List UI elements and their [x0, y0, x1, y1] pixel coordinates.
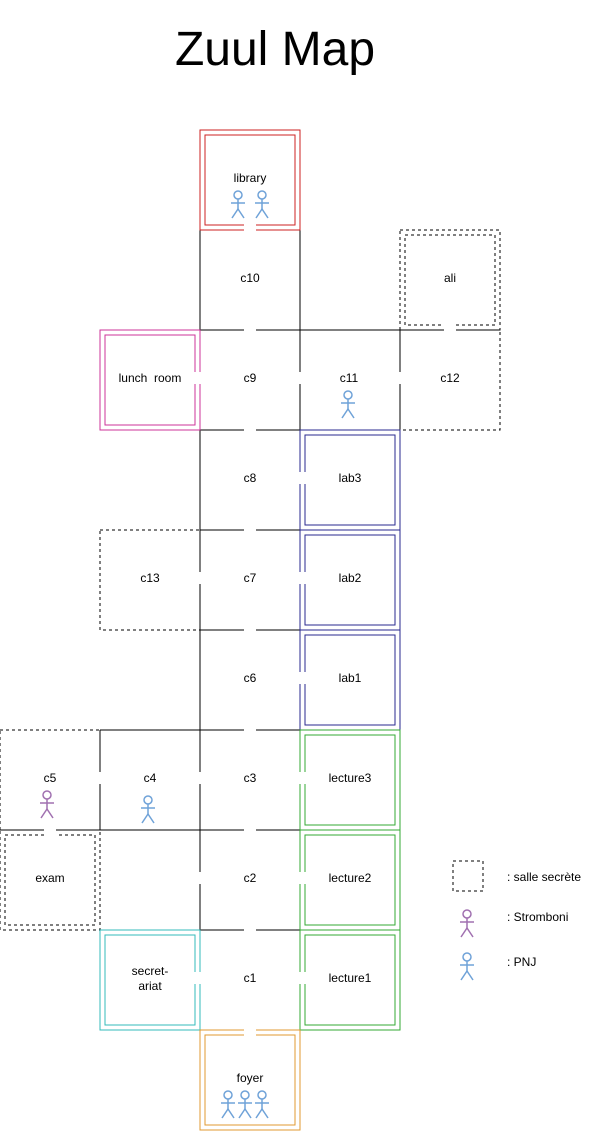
door-vertical-830[interactable] [244, 824, 256, 836]
door-c5-exam[interactable] [44, 824, 56, 836]
room-secretariat-line2[interactable]: ariat [138, 979, 162, 993]
pnj-figure-foyer-2 [237, 1090, 253, 1119]
room-ali[interactable]: ali [444, 271, 456, 285]
door-c8-lab3[interactable] [294, 472, 306, 484]
pnj-figure-c4 [140, 795, 156, 824]
door-vertical-1030[interactable] [244, 1024, 256, 1036]
room-c3[interactable]: c3 [244, 771, 257, 785]
legend-secret-room-label: : salle secrète [507, 870, 581, 884]
door-vertical-630[interactable] [244, 624, 256, 636]
door-c9-c11[interactable] [294, 372, 306, 384]
room-lecture2[interactable]: lecture2 [329, 871, 372, 885]
room-c11[interactable]: c11 [340, 371, 359, 385]
legend-secret-room-swatch [452, 860, 484, 892]
door-secretariat-c1[interactable] [194, 972, 206, 984]
legend: : salle secrète : Stromboni : PNJ [452, 860, 581, 981]
room-c7[interactable]: c7 [244, 571, 257, 585]
pnj-figure-c11 [340, 390, 356, 419]
room-foyer[interactable]: foyer [237, 1071, 264, 1085]
room-c2[interactable]: c2 [244, 871, 257, 885]
room-lecture3[interactable]: lecture3 [329, 771, 372, 785]
map-title: Zuul Map [174, 23, 376, 76]
doors [44, 224, 456, 1036]
room-c9[interactable]: c9 [244, 371, 257, 385]
room-lunch-room[interactable]: lunch room [119, 371, 182, 385]
pnj-figure-foyer-1 [220, 1090, 236, 1119]
room-lab3[interactable]: lab3 [339, 471, 362, 485]
door-c2-lecture2[interactable] [294, 872, 306, 884]
door-vertical-530[interactable] [244, 524, 256, 536]
room-secretariat-line1[interactable]: secret- [132, 964, 169, 978]
pnj-figure-library-1 [230, 190, 246, 219]
door-c2-west[interactable] [194, 872, 206, 884]
pnj-figure-foyer-3 [254, 1090, 270, 1119]
door-vertical-230[interactable] [244, 224, 256, 236]
legend-stromboni-icon [459, 909, 475, 938]
room-c13[interactable]: c13 [140, 571, 160, 585]
door-vertical-730[interactable] [244, 724, 256, 736]
pnj-figure-library-2 [254, 190, 270, 219]
door-lunch-c9[interactable] [194, 372, 206, 384]
room-c6[interactable]: c6 [244, 671, 257, 685]
room-lecture1[interactable]: lecture1 [329, 971, 372, 985]
room-c1[interactable]: c1 [244, 971, 257, 985]
legend-pnj-label: : PNJ [507, 955, 536, 969]
legend-pnj-icon [459, 952, 475, 981]
door-c11-c12[interactable] [394, 372, 406, 384]
door-c5-c4[interactable] [94, 772, 106, 784]
door-c1-lecture1[interactable] [294, 972, 306, 984]
door-c4-c3[interactable] [194, 772, 206, 784]
room-lab1[interactable]: lab1 [339, 671, 362, 685]
room-lab2[interactable]: lab2 [339, 571, 362, 585]
door-ali-c12[interactable] [444, 324, 456, 336]
door-vertical-330[interactable] [244, 324, 256, 336]
room-c5[interactable]: c5 [44, 771, 57, 785]
door-c13-c7[interactable] [194, 572, 206, 584]
door-c3-lecture3[interactable] [294, 772, 306, 784]
door-vertical-430[interactable] [244, 424, 256, 436]
door-vertical-930[interactable] [244, 924, 256, 936]
legend-stromboni-label: : Stromboni [507, 910, 568, 924]
room-labels: library c10 ali lunch room c9 c11 c12 c8… [35, 171, 460, 1085]
room-exam[interactable]: exam [35, 871, 64, 885]
room-c10[interactable]: c10 [240, 271, 260, 285]
room-c4[interactable]: c4 [144, 771, 157, 785]
door-c7-lab2[interactable] [294, 572, 306, 584]
secret-room-ali-outer [399, 229, 501, 331]
room-library[interactable]: library [234, 171, 267, 185]
room-c12[interactable]: c12 [440, 371, 460, 385]
stromboni-figure-c5 [39, 790, 55, 819]
door-c6-lab1[interactable] [294, 672, 306, 684]
room-c8[interactable]: c8 [244, 471, 257, 485]
